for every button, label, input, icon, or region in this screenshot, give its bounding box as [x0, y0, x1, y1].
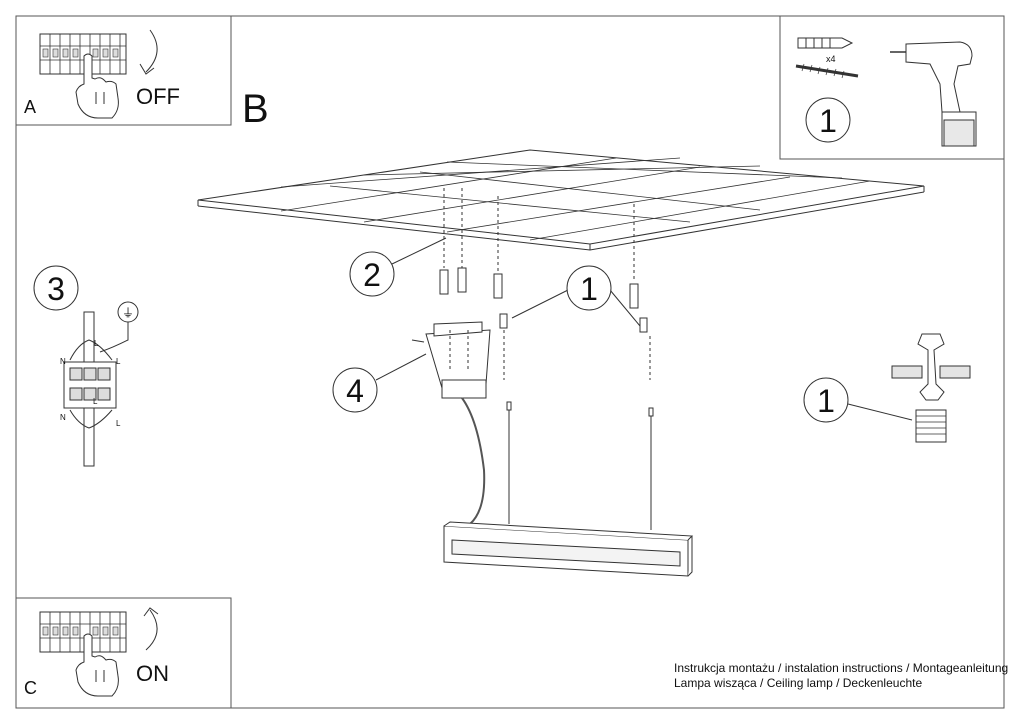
panel-b-label: B [242, 87, 269, 131]
panel-c-on-text: ON [136, 661, 169, 686]
hand-icon [75, 53, 119, 119]
panel-tools: x4 1 [779, 15, 1005, 160]
step-1-tools-number: 1 [819, 103, 837, 139]
wire-label-l-bottom: L [116, 419, 121, 428]
panel-c: C ON [15, 597, 232, 709]
breaker-box-icon [39, 33, 127, 75]
step-4-number: 4 [346, 373, 364, 409]
wall-plug-icon [797, 37, 854, 49]
panel-c-label: C [24, 678, 37, 698]
footer-caption: Instrukcja montażu / instalation instruc… [674, 661, 1008, 691]
wire-label-l-center: L [93, 397, 98, 406]
wire-label-l-mid-top: L [94, 339, 99, 348]
ceiling-panel [197, 149, 925, 251]
footer-line-2: Lampa wisząca / Ceiling lamp / Deckenleu… [674, 676, 923, 690]
anchor-detail: 1 [803, 333, 971, 443]
footer-line-1: Instrukcja montażu / instalation instruc… [674, 661, 1009, 675]
canopy [411, 321, 491, 399]
arrow-up-icon [143, 607, 159, 651]
breaker-box-icon [39, 611, 127, 653]
wire-label-n-bottom: N [60, 413, 66, 422]
callout-step-1-anchor: 1 [511, 265, 641, 327]
panel-a-label: A [24, 97, 36, 117]
svg-text:⏚: ⏚ [122, 306, 134, 320]
callout-step-2: 2 [349, 237, 447, 297]
step-1-detail-number: 1 [817, 383, 835, 419]
wire-label-l-top: L [116, 357, 121, 366]
quantity-text: x4 [826, 54, 836, 64]
callout-step-4: 4 [332, 353, 427, 413]
screw-icon [795, 63, 859, 79]
wiring-diagram: 3 ⏚ N L L L N L [33, 265, 139, 467]
step-3-number: 3 [47, 271, 65, 307]
panel-a-off-text: OFF [136, 84, 180, 109]
step-1-anchor-number: 1 [580, 271, 598, 307]
anchor-screws [439, 188, 651, 380]
drill-icon [890, 41, 977, 147]
page-frame [15, 15, 1005, 709]
hand-icon [75, 633, 119, 697]
step-1-tools-circle [805, 97, 851, 143]
wire-label-n-top: N [60, 357, 66, 366]
arrow-down-icon [139, 29, 158, 75]
panel-a: A OFF [15, 15, 232, 126]
step-2-number: 2 [363, 257, 381, 293]
lamp-body [443, 521, 694, 577]
suspension-cables [461, 397, 654, 530]
